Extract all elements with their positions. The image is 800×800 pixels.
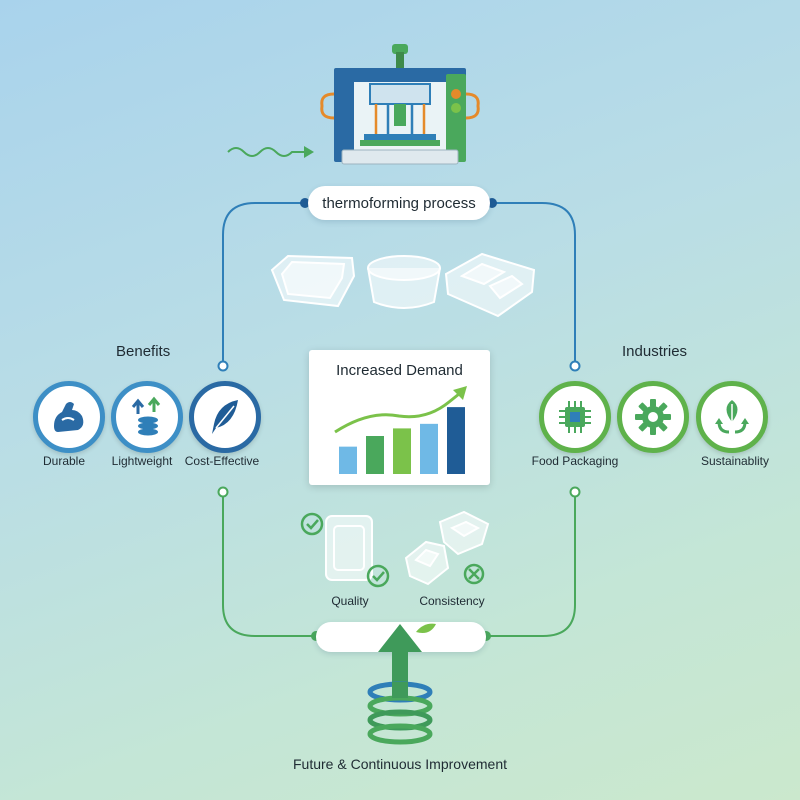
industries-title: Industries (622, 343, 688, 360)
demand-title: Increased Demand (336, 362, 463, 379)
process-pill: thermoforming process (308, 186, 490, 220)
stacked-weight-icon (131, 396, 161, 436)
leaf-recycle-icon (715, 400, 749, 434)
microchip-icon (559, 401, 591, 433)
process-label: thermoforming process (322, 194, 476, 212)
benefit-cost-effective-label: Cost-Effective (184, 454, 260, 468)
consistency-label: Consistency (419, 594, 485, 608)
demand-bar (366, 436, 384, 474)
demand-bar (393, 428, 411, 474)
flexed-arm-icon (54, 402, 84, 432)
benefit-lightweight-badge (111, 381, 183, 453)
demand-card: Increased Demand (309, 350, 490, 485)
demand-bar-chart (334, 386, 467, 474)
demand-bar (339, 446, 357, 474)
benefit-lightweight-label: Lightweight (111, 454, 173, 468)
demand-bar (420, 423, 438, 474)
benefits-title: Benefits (116, 343, 171, 360)
quality-label: Quality (331, 594, 369, 608)
industry-sustainability-label: Sustainablity (700, 454, 770, 468)
benefit-cost-effective-badge (189, 381, 261, 453)
quality-container-icon (300, 512, 390, 588)
formed-containers-icon (270, 252, 536, 318)
trend-arrowhead (453, 386, 467, 400)
demand-bar (447, 407, 465, 474)
industry-sustainability-badge (696, 381, 768, 453)
growth-arrow-spiral-icon (367, 623, 436, 745)
footer-title: Future & Continuous Improvement (293, 756, 507, 772)
industry-manufacturing-badge (617, 381, 689, 453)
benefit-durable-label: Durable (42, 454, 86, 468)
benefit-durable-badge (33, 381, 105, 453)
thermoforming-machine-icon (320, 44, 480, 165)
industry-food-packaging-label: Food Packaging (531, 454, 619, 468)
wave-arrow-icon (227, 146, 314, 158)
consistency-container-icon (404, 510, 490, 586)
feather-icon (212, 400, 238, 434)
gear-icon (635, 399, 671, 435)
industry-food-packaging-badge (539, 381, 611, 453)
trend-line (334, 392, 460, 434)
